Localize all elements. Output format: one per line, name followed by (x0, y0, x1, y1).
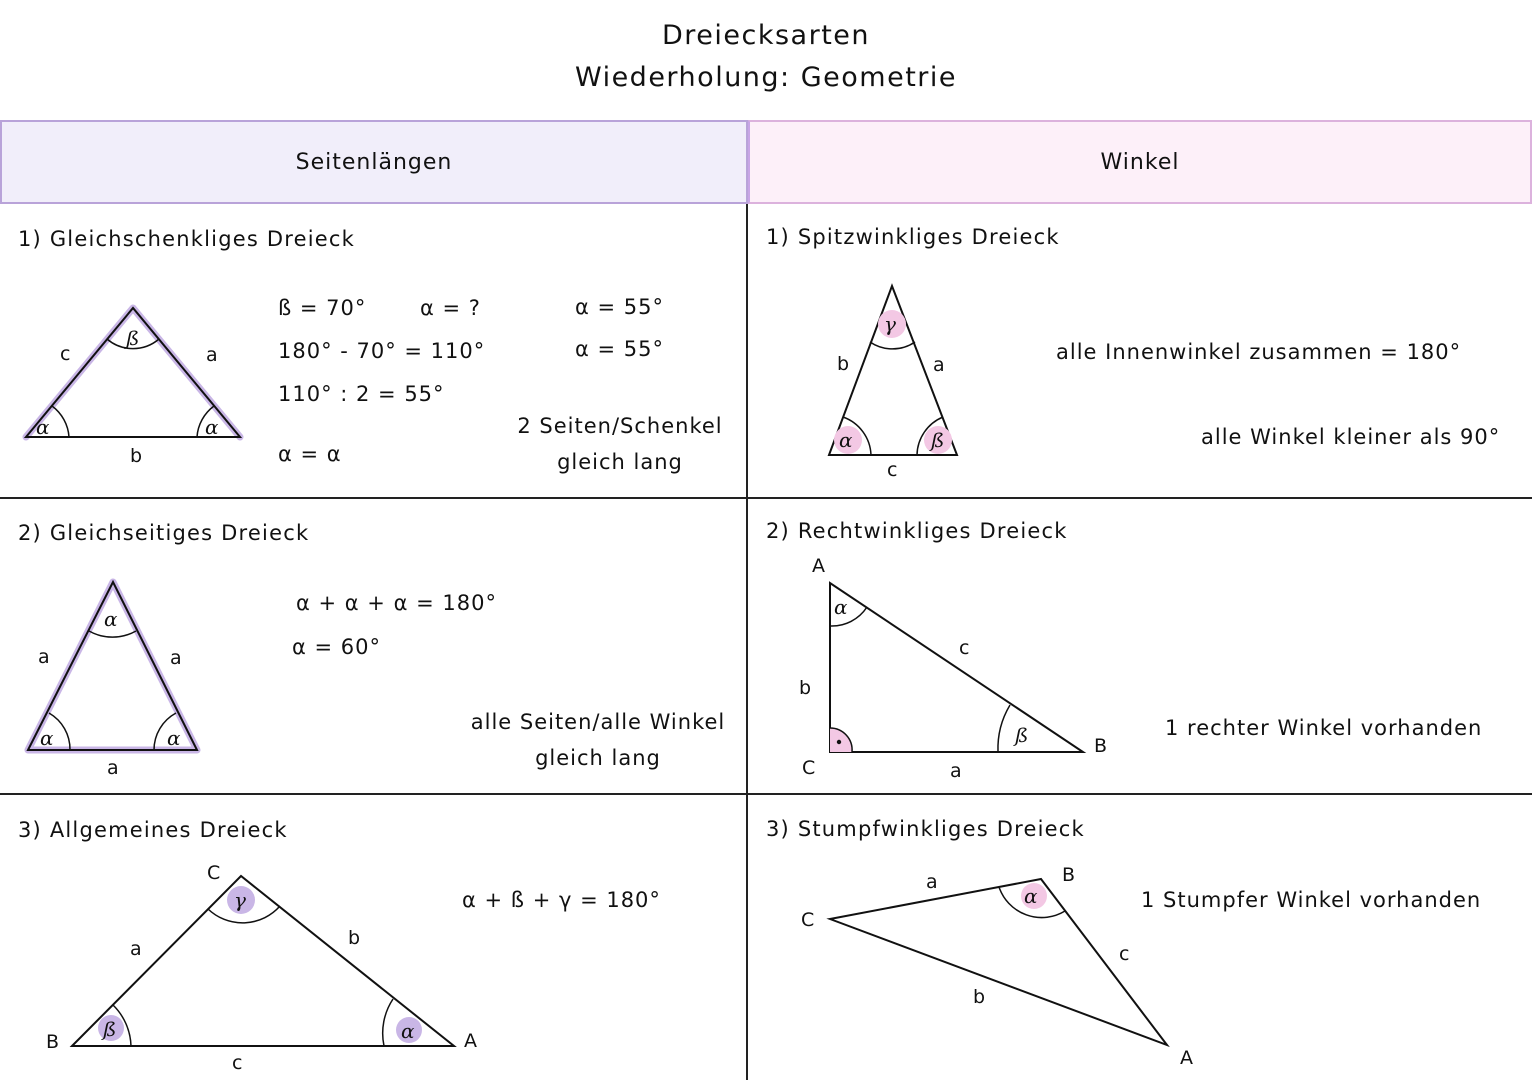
section-title-stumpfwinklig: 3) Stumpfwinkliges Dreieck (766, 817, 1085, 841)
page-subtitle: Wiederholung: Geometrie (574, 62, 958, 93)
row-divider-2 (0, 793, 1532, 795)
label-vertex-A: A (812, 555, 825, 577)
section-title-allgemein: 3) Allgemeines Dreieck (18, 818, 288, 842)
label-angle-alpha-br: α (167, 726, 181, 750)
note-obtuse-angle: 1 Stumpfer Winkel vorhanden (1141, 888, 1482, 912)
label-side-b: b (837, 353, 849, 375)
note-line-2: gleich lang (557, 450, 683, 474)
label-vertex-A: A (464, 1030, 477, 1052)
label-side-a: a (950, 760, 962, 782)
section-title-gleichschenklig: 1) Gleichschenkliges Dreieck (18, 227, 355, 251)
section-title-gleichseitig: 2) Gleichseitiges Dreieck (18, 521, 310, 545)
calc-subtraction: 180° - 70° = 110° (278, 339, 486, 363)
page-title: Dreiecksarten (661, 20, 871, 51)
note-right-angle: 1 rechter Winkel vorhanden (1165, 716, 1483, 740)
label-side-a: a (130, 938, 142, 960)
label-angle-beta: ß (1013, 723, 1028, 747)
label-angle-beta: ß (101, 1017, 116, 1041)
note-angles-acute: alle Winkel kleiner als 90° (1201, 425, 1501, 449)
label-angle-gamma: γ (234, 888, 246, 912)
calc-angle-sum: α + ß + γ = 180° (462, 888, 661, 912)
label-angle-alpha: α (834, 595, 848, 619)
column-header-seitenlaengen: Seitenlängen (0, 120, 748, 204)
calc-alpha-unknown: α = ? (420, 296, 481, 320)
label-angle-alpha-right: α (205, 415, 219, 439)
calc-result: α = 60° (292, 635, 382, 659)
label-side-a-right: a (170, 647, 182, 669)
result-alpha-1: α = 55° (575, 295, 665, 319)
label-angle-alpha: α (401, 1019, 415, 1043)
calc-beta-given: ß = 70° (278, 296, 367, 320)
note-angle-sum: alle Innenwinkel zusammen = 180° (1056, 340, 1462, 364)
label-angle-alpha-bl: α (40, 726, 54, 750)
calc-alpha-equal: α = α (278, 442, 342, 466)
result-alpha-2: α = 55° (575, 337, 665, 361)
column-divider (746, 204, 748, 1080)
label-vertex-B: B (1062, 864, 1075, 886)
label-side-b: b (973, 986, 985, 1008)
section-title-spitzwinklig: 1) Spitzwinkliges Dreieck (766, 225, 1060, 249)
calc-division: 110° : 2 = 55° (278, 382, 445, 406)
note-line-1: 2 Seiten/Schenkel (517, 414, 723, 438)
label-side-c: c (959, 637, 969, 659)
label-side-a-bottom: a (107, 757, 119, 779)
label-side-c: c (60, 343, 70, 365)
acute-triangle (827, 283, 959, 456)
right-triangle (829, 581, 1087, 753)
label-side-a: a (933, 354, 945, 376)
calc-sum: α + α + α = 180° (296, 591, 497, 615)
obtuse-triangle (826, 877, 1170, 1048)
label-angle-alpha: α (839, 428, 853, 452)
label-angle-beta: ß (124, 326, 139, 350)
label-side-a: a (206, 344, 218, 366)
label-vertex-A: A (1180, 1047, 1193, 1069)
note-line-2: gleich lang (535, 746, 661, 770)
label-side-a: a (926, 871, 938, 893)
column-header-winkel: Winkel (748, 120, 1532, 204)
row-divider-1 (0, 497, 1532, 499)
section-title-rechtwinklig: 2) Rechtwinkliges Dreieck (766, 519, 1068, 543)
label-side-c: c (887, 459, 897, 481)
label-angle-gamma: γ (884, 312, 896, 336)
label-vertex-C: C (801, 909, 814, 931)
general-triangle (69, 874, 457, 1047)
equilateral-triangle (24, 578, 201, 754)
label-side-b: b (799, 677, 811, 699)
label-side-b: b (348, 927, 360, 949)
label-side-c: c (1119, 943, 1129, 965)
label-vertex-B: B (46, 1031, 59, 1053)
label-angle-beta: ß (929, 428, 944, 452)
label-side-b: b (130, 445, 142, 467)
label-side-c: c (232, 1052, 242, 1074)
label-angle-alpha-left: α (36, 415, 50, 439)
isosceles-triangle (22, 304, 244, 441)
label-vertex-B: B (1094, 735, 1107, 757)
label-angle-alpha-top: α (104, 607, 118, 631)
label-angle-alpha: α (1024, 884, 1038, 908)
note-line-1: alle Seiten/alle Winkel (470, 710, 726, 734)
label-side-a-left: a (38, 646, 50, 668)
label-vertex-C: C (802, 757, 815, 779)
label-vertex-C: C (207, 862, 220, 884)
